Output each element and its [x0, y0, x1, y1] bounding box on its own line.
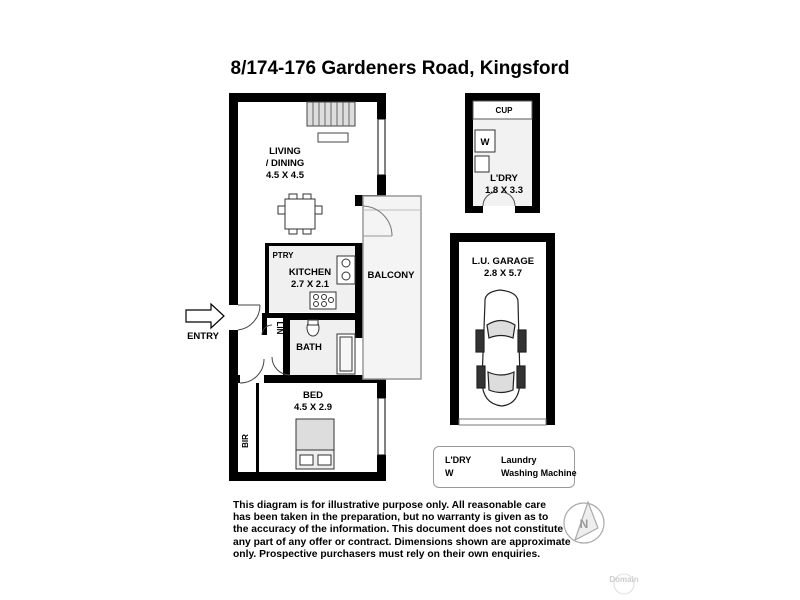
washing-machine	[474, 129, 496, 153]
bath-label: BATH	[296, 342, 322, 353]
pantry-label: PTRY	[272, 251, 294, 260]
kitchen-label: KITCHEN	[289, 267, 331, 278]
car	[475, 289, 527, 407]
living-label-2: / DINING	[266, 158, 305, 169]
bir-label: BIR	[241, 434, 250, 448]
linen-label: LIN	[275, 322, 284, 335]
garage-door	[458, 418, 547, 426]
laundry-tub	[474, 155, 490, 173]
cupboard-label: CUP	[496, 106, 514, 115]
disclaimer-line: the accuracy of the information. This do…	[233, 524, 564, 536]
legend-meaning: Laundry	[501, 455, 537, 465]
laundry-door	[482, 191, 516, 207]
compass-letter: N	[580, 517, 589, 531]
laundry-dimensions: 1.8 X 3.3	[485, 185, 523, 196]
garage-label: L.U. GARAGE	[472, 256, 534, 267]
living-dimensions: 4.5 X 4.5	[266, 170, 305, 181]
tv-unit	[306, 101, 356, 143]
laundry-label: L'DRY	[490, 173, 518, 184]
watermark-text: Domain	[609, 575, 638, 584]
legend-meaning: Washing Machine	[501, 468, 577, 478]
entry-label: ENTRY	[187, 331, 220, 342]
unit-walls	[229, 93, 386, 481]
balcony	[362, 195, 422, 380]
bed-dimensions: 4.5 X 2.9	[294, 402, 332, 413]
garage-dimensions: 2.8 X 5.7	[484, 268, 522, 279]
plan-title: 8/174-176 Gardeners Road, Kingsford	[230, 58, 570, 79]
washer-label: W	[481, 137, 490, 148]
legend-row: L'DRY Laundry	[445, 455, 537, 465]
dining-table	[277, 193, 323, 235]
entry-arrow	[185, 302, 225, 330]
laundry-walls	[465, 93, 540, 213]
disclaimer-line: This diagram is for illustrative purpose…	[233, 500, 547, 511]
legend-row: W Washing Machine	[445, 468, 577, 478]
doors	[237, 304, 291, 384]
bed	[295, 418, 335, 470]
kitchen-fittings	[309, 255, 356, 310]
disclaimer-line: only. Prospective purchasers must rely o…	[233, 548, 541, 560]
disclaimer-line: any part of any offer or contract. Dimen…	[233, 536, 571, 548]
watermark-logo	[613, 573, 635, 595]
bed-label: BED	[303, 390, 323, 401]
laundry-cupboard	[472, 100, 533, 120]
disclaimer-line: has been taken in the preparation, but n…	[233, 512, 549, 524]
living-label: LIVING	[269, 146, 301, 157]
disclaimer-text: This diagram is for illustrative purpose…	[233, 500, 571, 561]
compass-icon	[563, 500, 605, 544]
garage-walls	[450, 233, 555, 425]
kitchen-dimensions: 2.7 X 2.1	[291, 279, 330, 290]
balcony-label: BALCONY	[368, 270, 416, 281]
legend-abbr: W	[445, 468, 454, 478]
legend-abbr: L'DRY	[445, 455, 472, 465]
legend-box: L'DRY Laundry W Washing Machine	[433, 446, 577, 488]
windows	[377, 118, 386, 456]
bath-fittings	[306, 319, 356, 375]
